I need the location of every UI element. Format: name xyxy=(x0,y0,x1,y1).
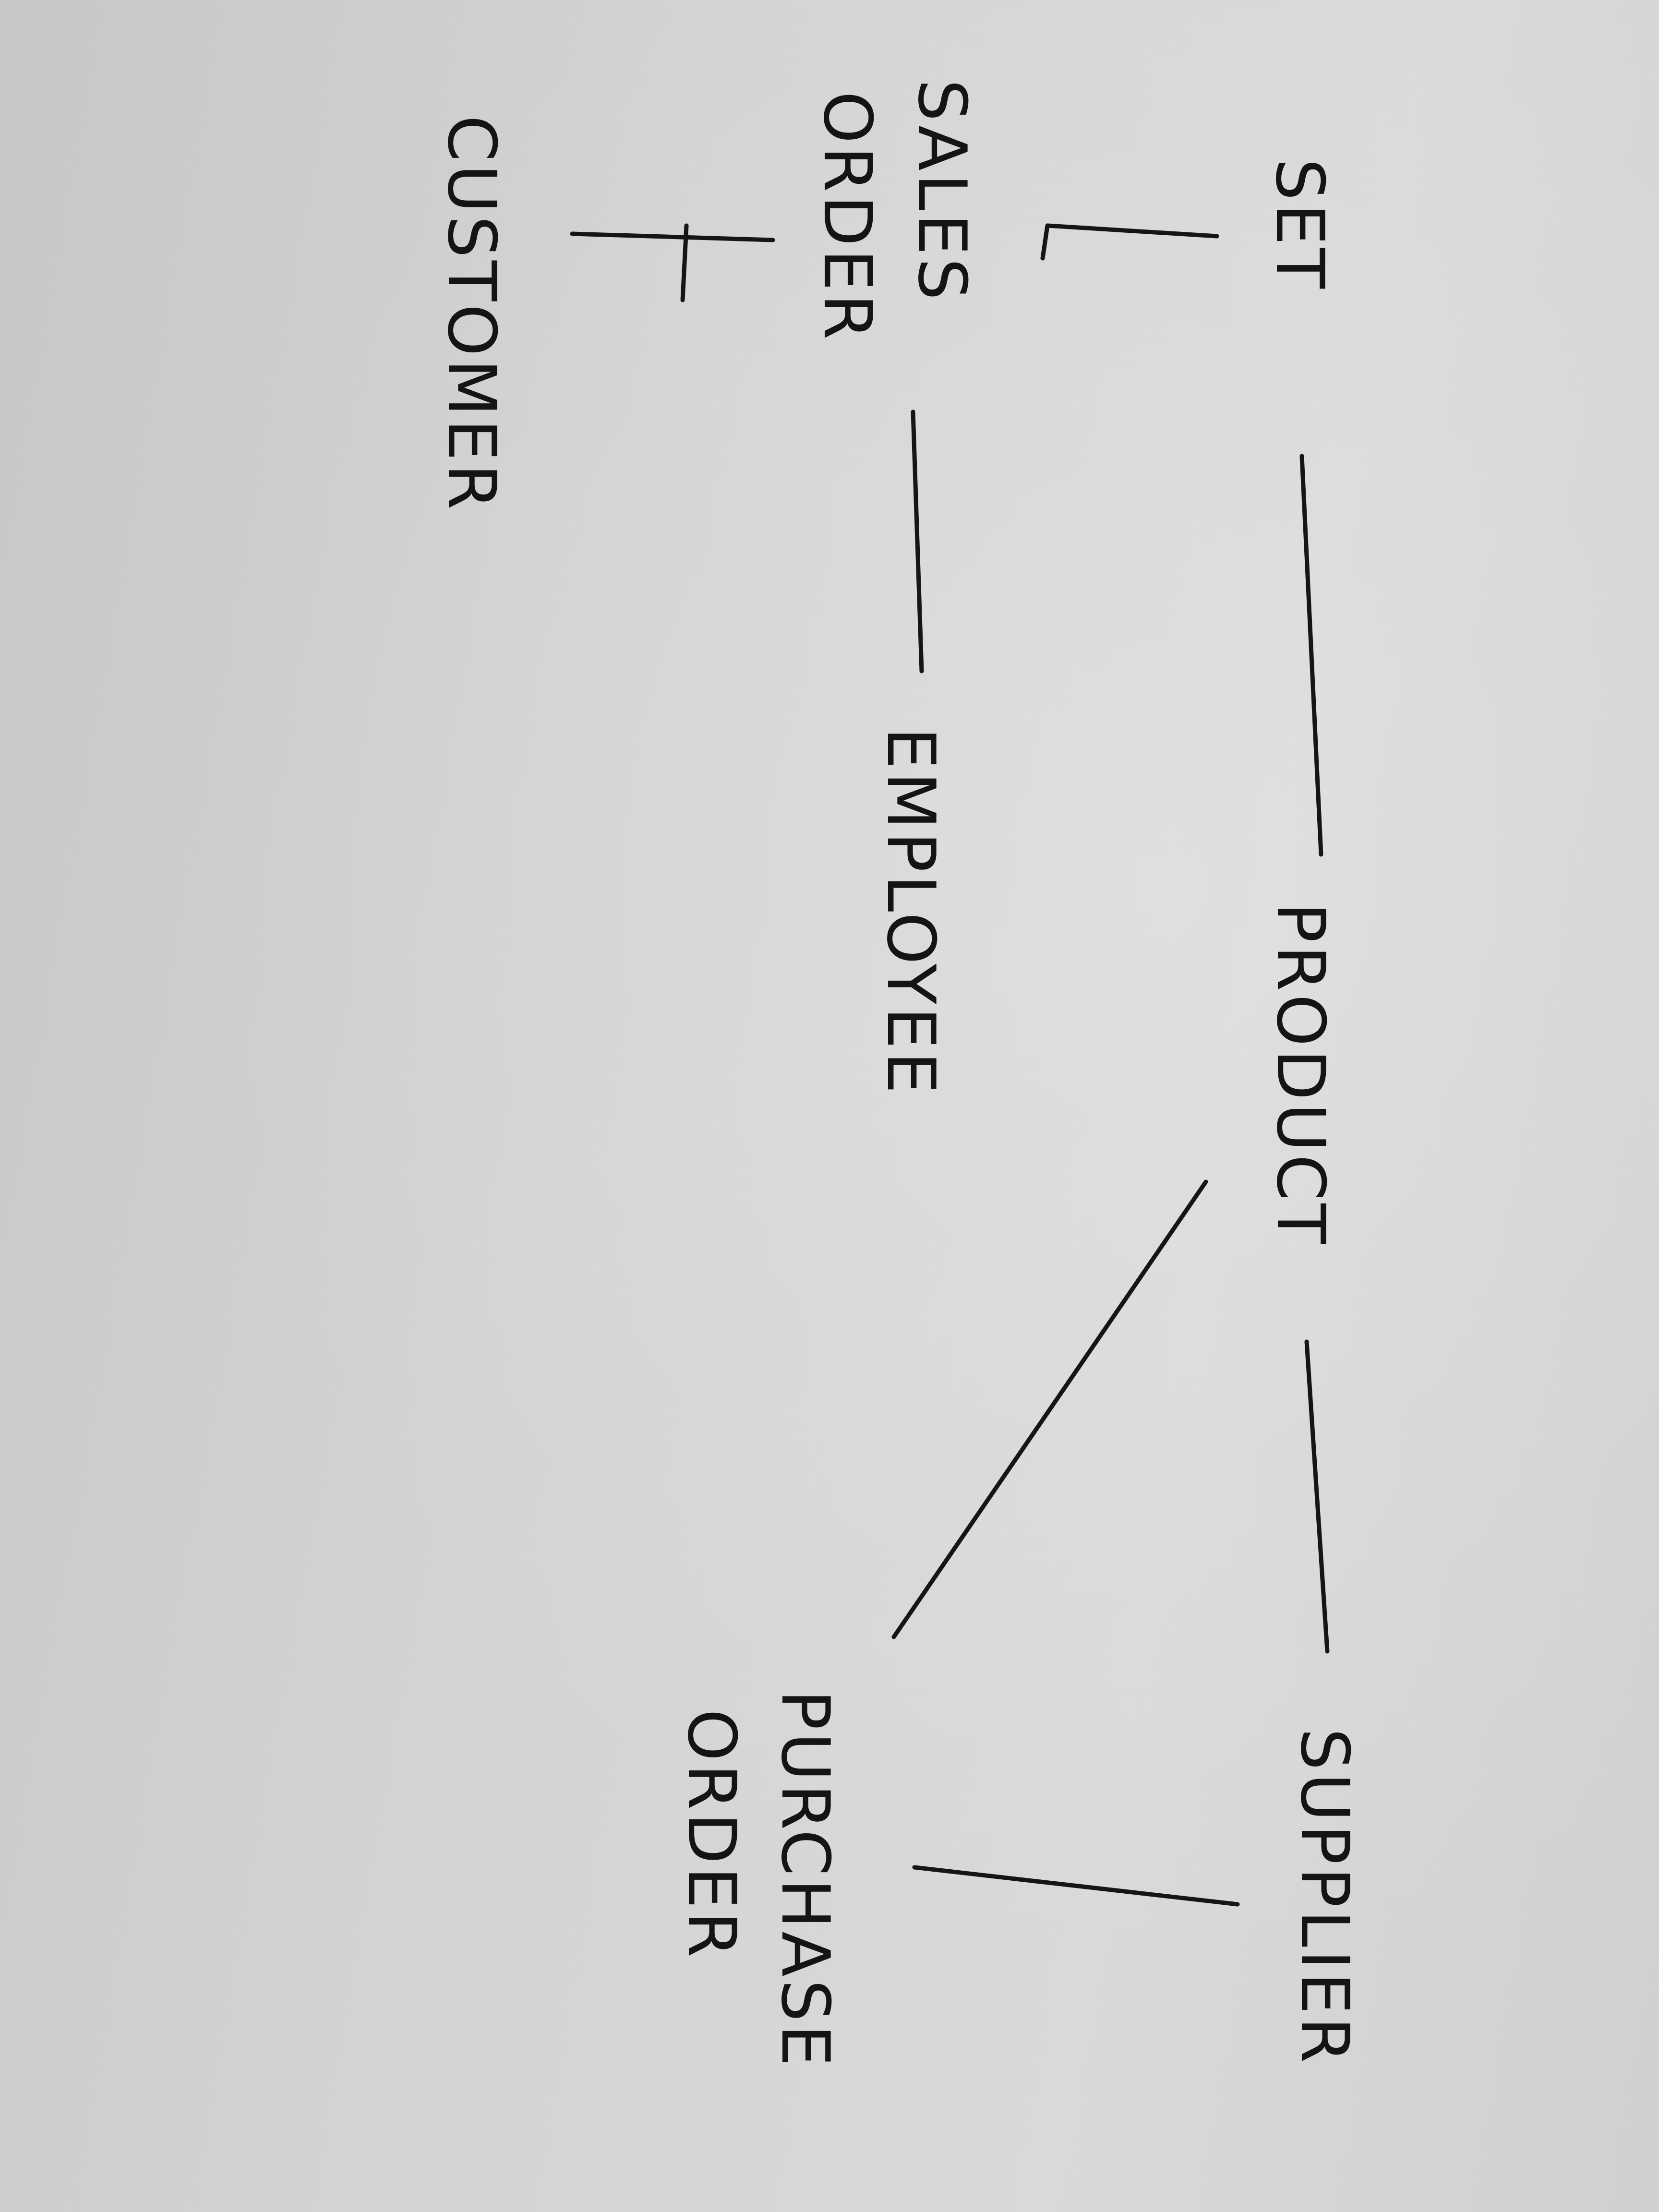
node-purchase-order-line2: ORDER xyxy=(673,1709,750,1960)
edge-sales-order-employee xyxy=(911,409,924,673)
edge-product-purchase-order xyxy=(891,1179,1208,1639)
node-employee: EMPLOYEE xyxy=(872,727,950,1096)
edge-sales-order-customer-vertical xyxy=(680,223,689,302)
node-product: PRODUCT xyxy=(1262,902,1339,1247)
edge-set-sales-order-horizontal xyxy=(1045,223,1219,239)
node-set: SET xyxy=(1261,158,1338,291)
edge-supplier-purchase-order xyxy=(912,1865,1240,1907)
edge-set-product xyxy=(1299,454,1323,857)
node-sales-order-line1: SALES xyxy=(903,79,981,303)
edge-sales-order-customer-horizontal xyxy=(570,231,775,242)
node-supplier: SUPPLIER xyxy=(1286,1728,1363,2066)
edge-product-supplier xyxy=(1304,1339,1330,1654)
node-sales-order-line2: ORDER xyxy=(809,91,886,343)
node-purchase-order-line1: PURCHASE xyxy=(767,1690,844,2069)
edge-set-sales-order-vertical xyxy=(1040,223,1050,261)
node-customer: CUSTOMER xyxy=(433,115,510,513)
